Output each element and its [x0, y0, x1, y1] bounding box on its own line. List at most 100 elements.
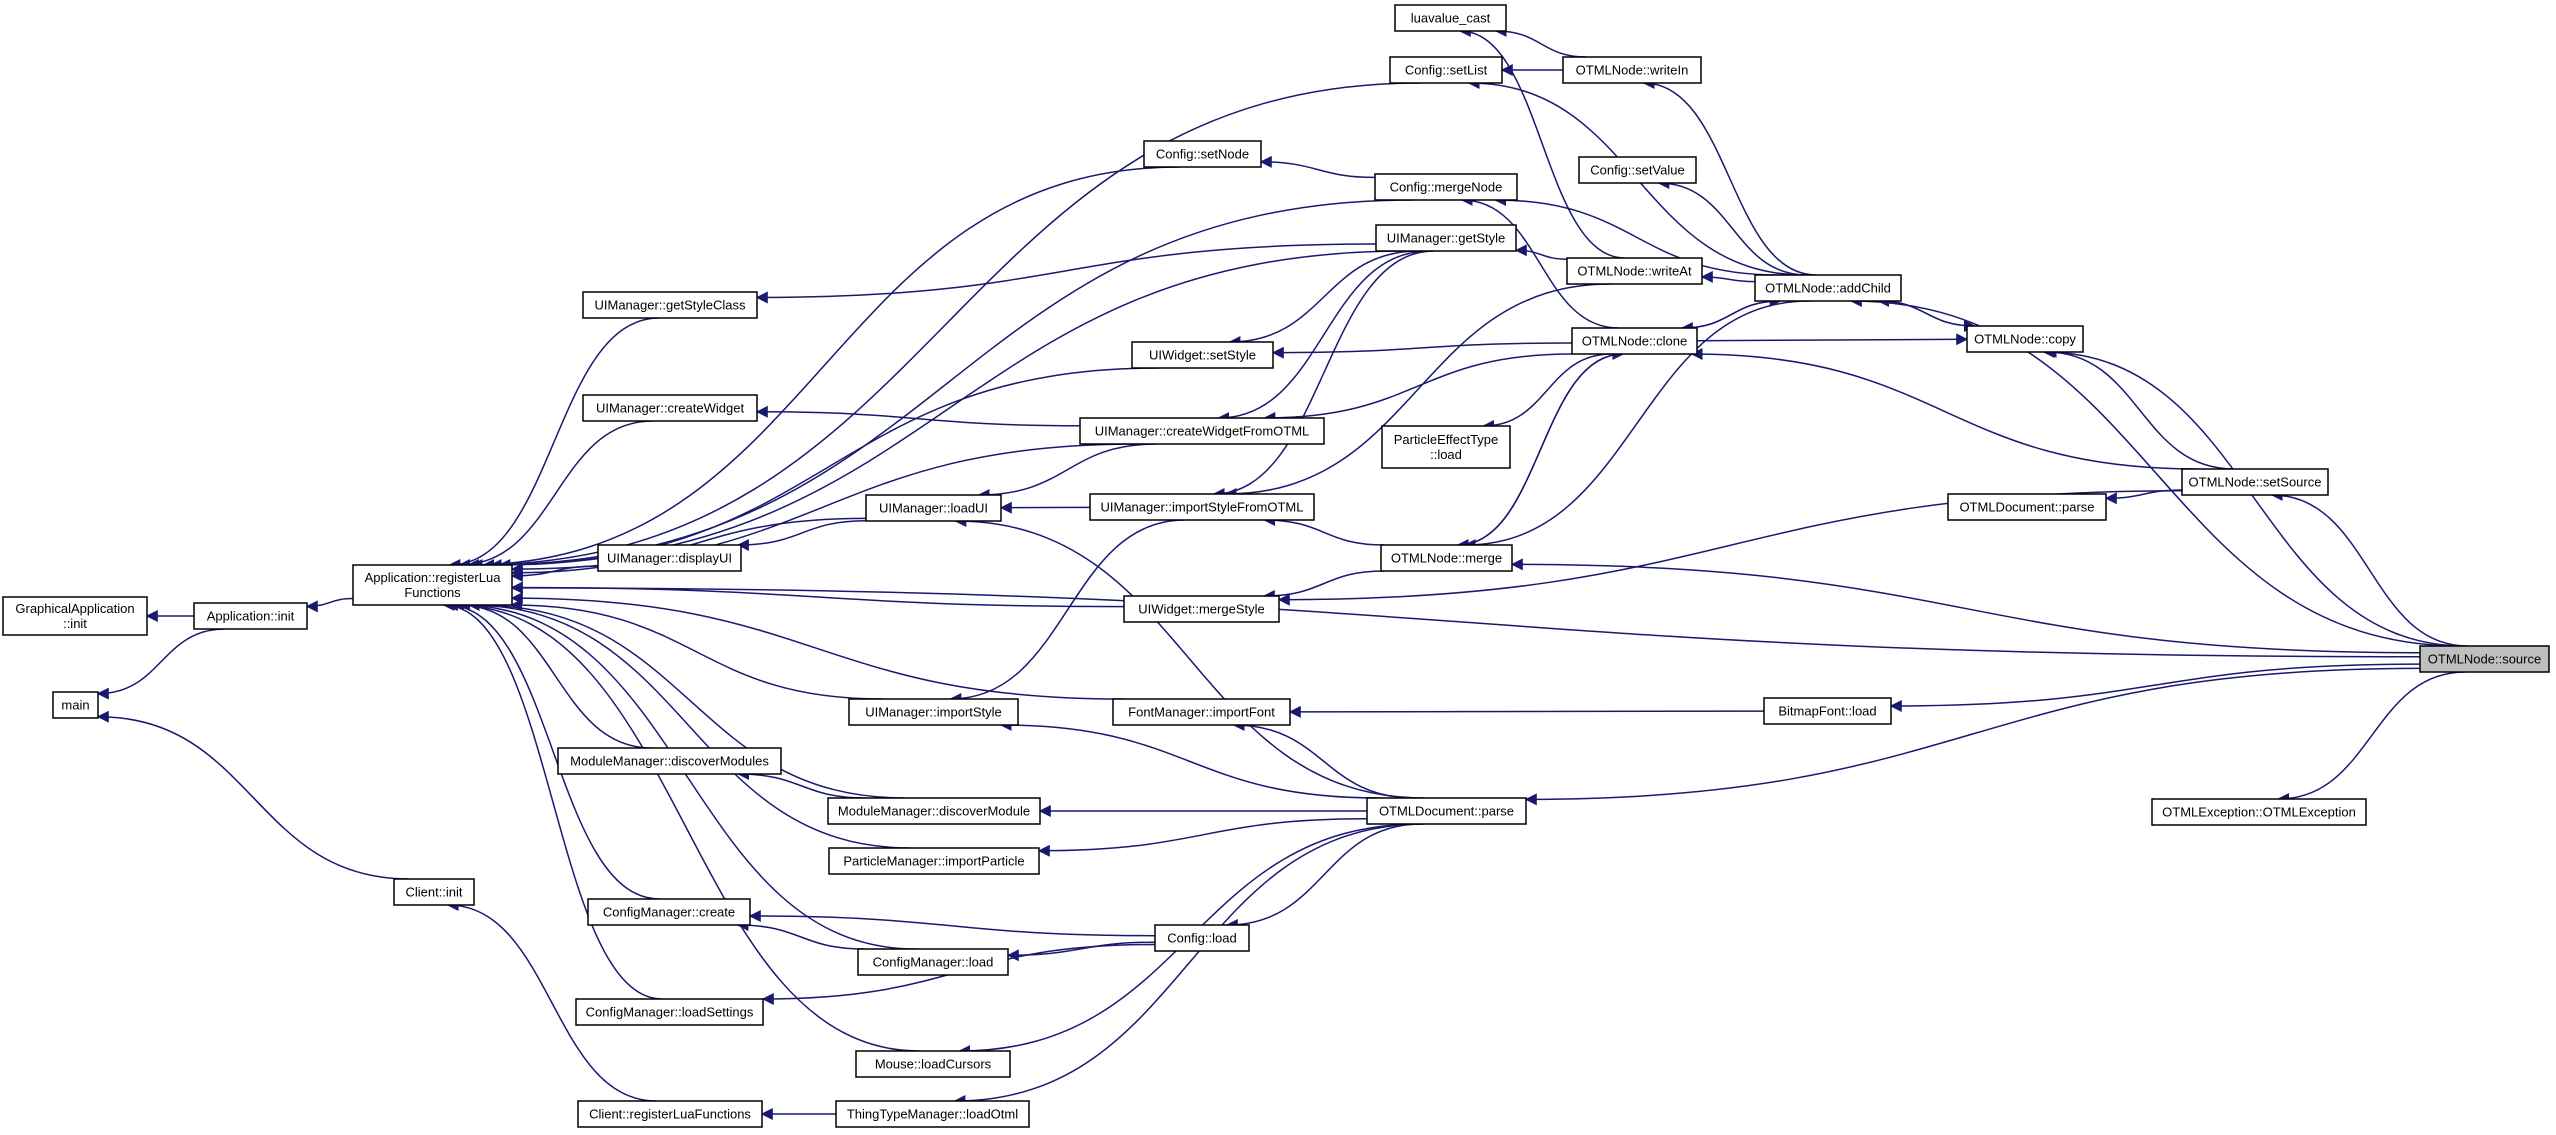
- edge-ui-importstylefromotml-to-otml-merge: [1263, 514, 1385, 546]
- node-label: BitmapFont::load: [1778, 703, 1876, 718]
- edge-app-reglua-to-mm-discovermodule: [475, 599, 906, 799]
- edge-otml-copy-to-otml-clone: [1696, 333, 1969, 346]
- node-label: Application::init: [207, 608, 295, 623]
- node-label: OTMLNode::addChild: [1765, 280, 1891, 295]
- node-otml-writein[interactable]: OTMLNode::writeIn: [1562, 56, 1702, 84]
- edge-otml-setsource-to-otml-source: [2270, 489, 2468, 647]
- edge-otml-merge-to-otml-source: [1510, 558, 2421, 654]
- edge-uiw-setstyle-to-ui-getstyle: [1228, 250, 1419, 348]
- edge-ui-getstyleclass-to-ui-getstyle: [755, 243, 1377, 304]
- node-otmlexception[interactable]: OTMLException::OTMLException: [2151, 798, 2367, 826]
- node-label: Mouse::loadCursors: [875, 1056, 992, 1071]
- edge-app-reglua-to-ui-displayui: [510, 565, 599, 582]
- edge-bitmapfont-load-to-otml-source: [1889, 663, 2421, 712]
- node-config-setvalue[interactable]: Config::setValue: [1578, 156, 1697, 184]
- node-fm-importfont[interactable]: FontManager::importFont: [1112, 698, 1291, 726]
- node-box: [582, 291, 758, 319]
- node-pet-load[interactable]: ParticleEffectType::load: [1381, 425, 1511, 469]
- edge-main-to-client-init: [96, 710, 410, 880]
- node-main[interactable]: main: [52, 691, 99, 719]
- node-box: [2181, 468, 2329, 496]
- node-box: [1578, 156, 1697, 184]
- node-label: ConfigManager::loadSettings: [586, 1004, 754, 1019]
- node-box: [1375, 224, 1517, 252]
- node-label: UIManager::loadUI: [879, 500, 988, 515]
- node-cm-loadsettings[interactable]: ConfigManager::loadSettings: [575, 998, 764, 1026]
- node-mm-discovermodule[interactable]: ModuleManager::discoverModule: [827, 797, 1041, 825]
- node-box: [1394, 4, 1507, 32]
- node-otml-setsource[interactable]: OTMLNode::setSource: [2181, 468, 2329, 496]
- node-otmldoc-parse-main[interactable]: OTMLDocument::parse: [1366, 797, 1527, 825]
- node-cm-load[interactable]: ConfigManager::load: [857, 948, 1009, 976]
- node-config-load[interactable]: Config::load: [1154, 924, 1250, 952]
- node-ui-importstylefromotml[interactable]: UIManager::importStyleFromOTML: [1089, 493, 1315, 521]
- node-config-setnode[interactable]: Config::setNode: [1143, 140, 1262, 168]
- node-box: [1154, 924, 1250, 952]
- node-client-reglua[interactable]: Client::registerLuaFunctions: [577, 1100, 763, 1128]
- edge-ttm-loadotml-to-otmldoc-parse-main: [953, 823, 1425, 1107]
- node-pm-importparticle[interactable]: ParticleManager::importParticle: [828, 847, 1040, 875]
- node-layer: GraphicalApplication::init Application::i…: [2, 4, 2550, 1128]
- node-ttm-loadotml[interactable]: ThingTypeManager::loadOtml: [835, 1100, 1030, 1128]
- node-otml-source[interactable]: OTMLNode::source: [2419, 645, 2550, 673]
- node-ui-createwidget[interactable]: UIManager::createWidget: [582, 394, 758, 422]
- edge-app-reglua-to-cm-create: [445, 599, 660, 900]
- node-mm-discovermodules[interactable]: ModuleManager::discoverModules: [557, 747, 782, 775]
- node-box: [1366, 797, 1527, 825]
- node-config-mergenode[interactable]: Config::mergeNode: [1374, 173, 1518, 201]
- node-box: [582, 394, 758, 422]
- node-box: [828, 847, 1040, 875]
- node-cm-create[interactable]: ConfigManager::create: [587, 898, 751, 926]
- node-box: [393, 878, 475, 906]
- node-app-init[interactable]: Application::init: [193, 602, 308, 630]
- node-otml-writeat[interactable]: OTMLNode::writeAt: [1566, 257, 1703, 285]
- node-otmldoc-parse-right[interactable]: OTMLDocument::parse: [1947, 493, 2107, 521]
- node-otml-addchild[interactable]: OTMLNode::addChild: [1754, 274, 1902, 302]
- node-graphical-init[interactable]: GraphicalApplication::init: [2, 596, 148, 636]
- edge-ui-getstyle-to-otml-writeat: [1514, 244, 1568, 260]
- edge-app-reglua-to-config-setnode: [467, 166, 1180, 571]
- edge-main-to-app-init: [96, 628, 225, 700]
- edge-pm-importparticle-to-otmldoc-parse-main: [1037, 818, 1368, 857]
- node-box: [865, 494, 1002, 522]
- node-otml-merge[interactable]: OTMLNode::merge: [1380, 544, 1513, 572]
- node-ui-getstyleclass[interactable]: UIManager::getStyleClass: [582, 291, 758, 319]
- edge-pet-load-to-otml-clone: [1482, 353, 1612, 432]
- node-label: OTMLException::OTMLException: [2162, 804, 2356, 819]
- node-ui-createwidgetfromotml[interactable]: UIManager::createWidgetFromOTML: [1079, 417, 1325, 445]
- edge-ui-createwidgetfromotml-to-otml-clone: [1263, 353, 1573, 424]
- node-box: [1374, 173, 1518, 201]
- edge-config-setnode-to-config-mergenode: [1259, 155, 1376, 179]
- node-ui-getstyle[interactable]: UIManager::getStyle: [1375, 224, 1517, 252]
- edge-app-reglua-to-fm-importfont: [510, 592, 1123, 700]
- node-config-setlist[interactable]: Config::setList: [1389, 56, 1503, 84]
- node-label: OTMLNode::setSource: [2189, 474, 2322, 489]
- edge-app-reglua-to-pm-importparticle: [467, 599, 911, 849]
- edge-otml-copy-to-otml-setsource: [2044, 346, 2235, 470]
- node-box: [52, 691, 99, 719]
- edge-app-reglua-to-ui-importstyle: [510, 599, 883, 700]
- node-app-reglua[interactable]: Application::registerLuaFunctions: [352, 564, 513, 606]
- node-mouse-loadcursors[interactable]: Mouse::loadCursors: [855, 1050, 1011, 1078]
- edge-uiw-mergestyle-to-otml-merge: [1262, 570, 1385, 602]
- node-label: Config::mergeNode: [1390, 179, 1503, 194]
- node-otml-clone[interactable]: OTMLNode::clone: [1571, 327, 1698, 355]
- node-ui-loadui[interactable]: UIManager::loadUI: [865, 494, 1002, 522]
- node-uiw-mergestyle[interactable]: UIWidget::mergeStyle: [1123, 595, 1280, 623]
- edge-ui-createwidgetfromotml-to-ui-getstyle: [1217, 250, 1430, 424]
- node-label: Config::load: [1167, 930, 1236, 945]
- node-client-init[interactable]: Client::init: [393, 878, 475, 906]
- node-ui-displayui[interactable]: UIManager::displayUI: [597, 544, 742, 572]
- node-otml-copy[interactable]: OTMLNode::copy: [1966, 325, 2084, 353]
- node-label: ConfigManager::load: [873, 954, 994, 969]
- edge-app-reglua-to-otml-source: [510, 581, 2421, 658]
- node-luavalue-cast[interactable]: luavalue_cast: [1394, 4, 1507, 32]
- node-label: Application::registerLua: [365, 570, 502, 585]
- node-label: Config::setList: [1405, 62, 1488, 77]
- node-ui-importstyle[interactable]: UIManager::importStyle: [848, 698, 1019, 726]
- node-label: Config::setNode: [1156, 146, 1249, 161]
- node-bitmapfont-load[interactable]: BitmapFont::load: [1763, 697, 1892, 725]
- edge-otml-copy-to-otml-source: [2042, 346, 2466, 647]
- node-uiw-setstyle[interactable]: UIWidget::setStyle: [1131, 341, 1274, 369]
